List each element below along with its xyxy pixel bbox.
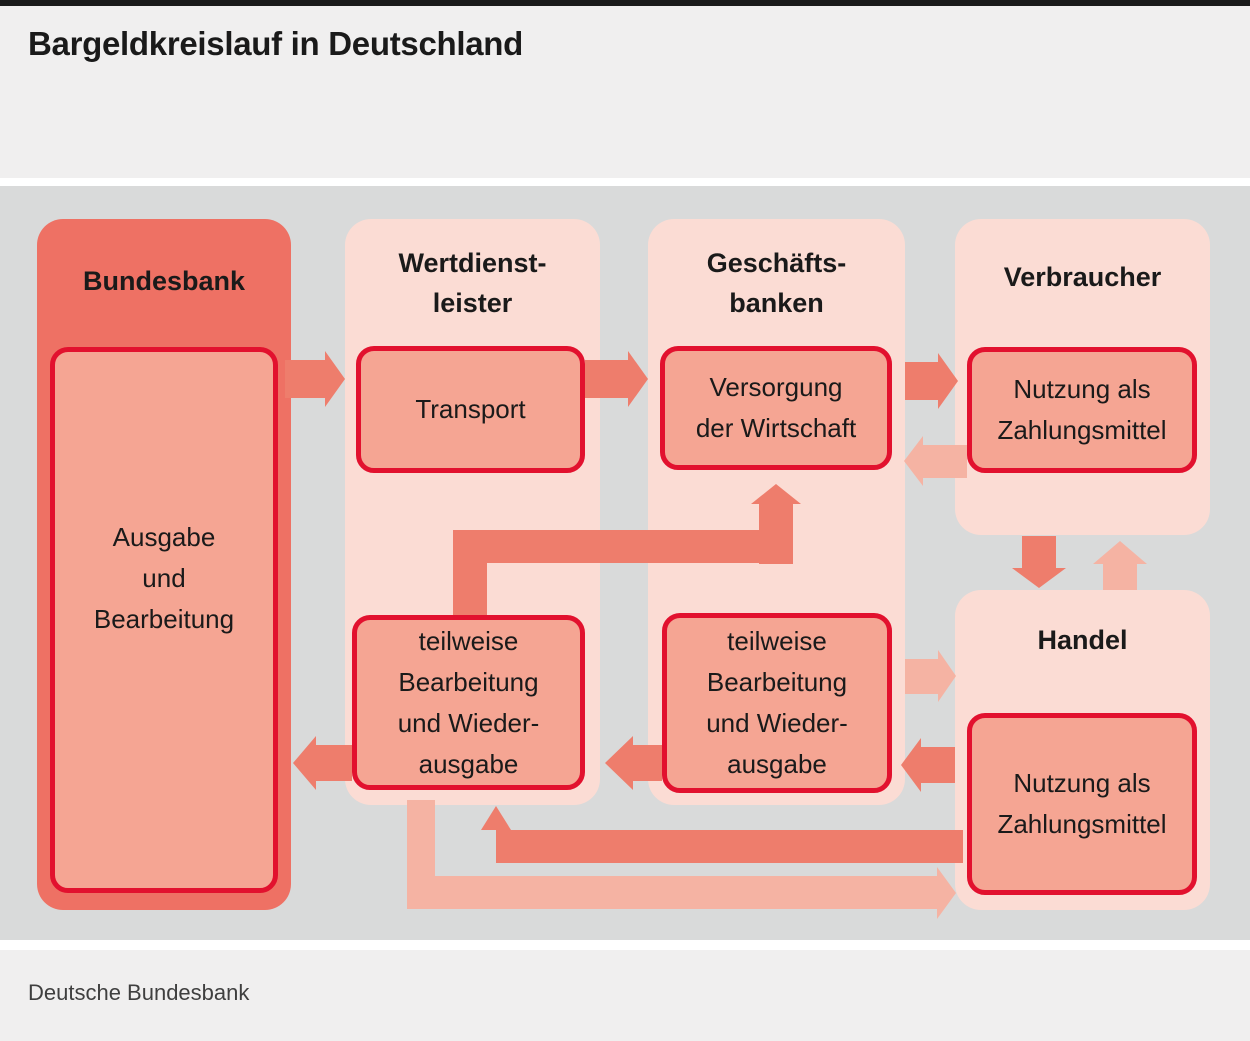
column-wertdienstleister-header: Wertdienst- leister (398, 248, 547, 318)
column-verbraucher-header: Verbraucher (1003, 262, 1162, 292)
node-geschaeftsbanken-teilweise-bearbeitung: teilweise Bearbeitung und Wieder- ausgab… (662, 613, 892, 793)
footer-text: Deutsche Bundesbank (28, 980, 250, 1005)
node-wertdienstleister-teilweise-bearbeitung: teilweise Bearbeitung und Wieder- ausgab… (352, 615, 585, 790)
page-title: Bargeldkreislauf in Deutschland (28, 25, 523, 62)
column-handel-header: Handel (1037, 625, 1128, 655)
column-bundesbank-header: Bundesbank (82, 266, 246, 296)
node-versorgung-der-wirtschaft: Versorgung der Wirtschaft (660, 346, 892, 470)
node-verbraucher-nutzung: Nutzung als Zahlungsmittel (967, 347, 1197, 473)
footer-band: Deutsche Bundesbank (0, 950, 1250, 1041)
column-geschaeftsbanken-header: Geschäfts- banken (706, 248, 847, 318)
diagram-canvas: Bundesbank Wertdienst- leister Geschäfts… (0, 186, 1250, 940)
top-rule (0, 0, 1250, 6)
header-band: Bargeldkreislauf in Deutschland (0, 6, 1250, 178)
node-handel-nutzung: Nutzung als Zahlungsmittel (967, 713, 1197, 895)
node-transport: Transport (356, 346, 585, 473)
node-ausgabe-und-bearbeitung: Ausgabe und Bearbeitung (50, 347, 278, 893)
